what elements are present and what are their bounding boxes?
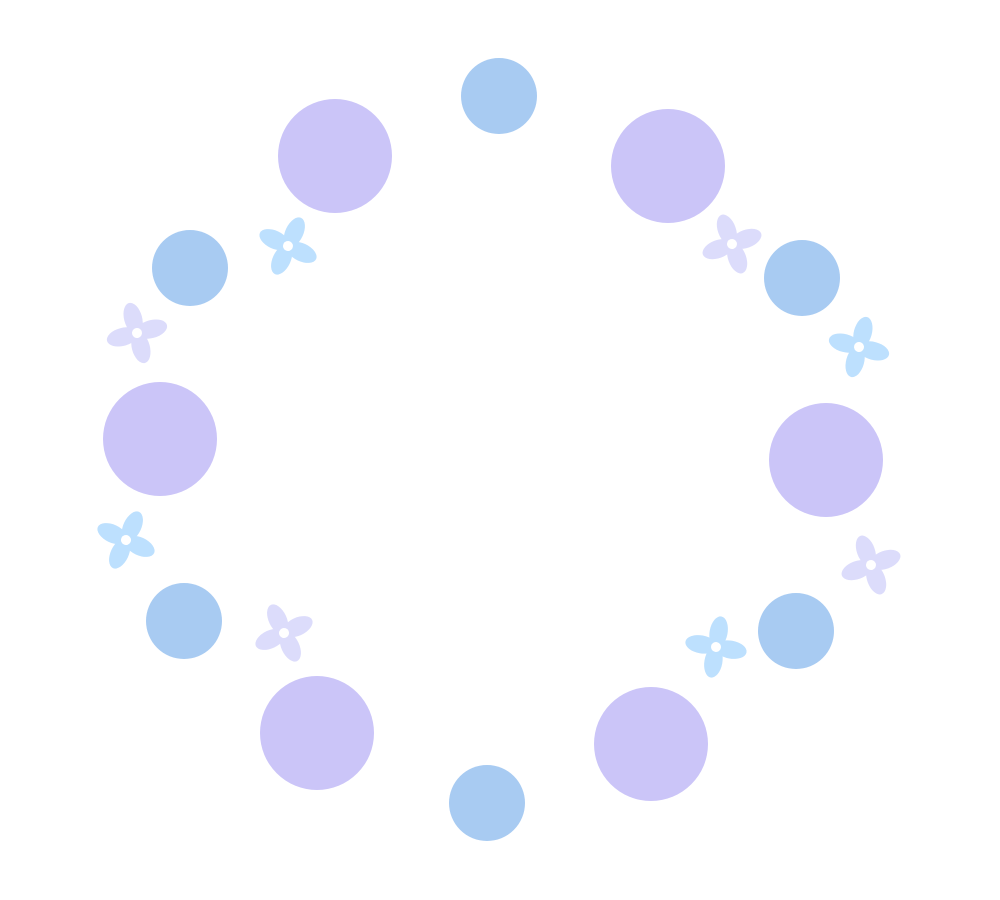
- flower-petal: [282, 616, 313, 638]
- flower-center: [727, 239, 737, 249]
- flower-center: [866, 560, 876, 570]
- flower-petal: [109, 538, 131, 569]
- flower-petal: [709, 616, 728, 649]
- flower-center: [711, 642, 721, 652]
- flower-petal: [869, 549, 901, 570]
- flower-icon: [255, 604, 313, 662]
- flower-icon: [106, 302, 168, 364]
- flower-petal: [131, 331, 151, 364]
- flower-icon: [685, 616, 747, 678]
- flower-petal: [841, 560, 873, 581]
- flower-petal: [255, 628, 286, 650]
- flower-icon: [97, 511, 155, 569]
- flower-center: [121, 535, 131, 545]
- flower-petal: [845, 345, 865, 378]
- flower-petal: [730, 228, 762, 249]
- flower-center: [132, 328, 142, 338]
- flower-petal: [97, 523, 128, 545]
- flower-petal: [259, 229, 290, 251]
- flower-petal: [704, 645, 723, 678]
- dots-layer: [103, 58, 883, 841]
- flower-petal: [286, 241, 317, 263]
- flower-petal: [271, 244, 293, 275]
- flower-icon: [702, 214, 762, 274]
- flower-petal: [855, 535, 876, 567]
- flower-petal: [685, 635, 718, 654]
- flower-petal: [123, 302, 143, 335]
- small-dot: [758, 593, 834, 669]
- large-dot: [594, 687, 708, 801]
- flower-icon: [841, 535, 901, 595]
- flower-petal: [124, 535, 155, 557]
- large-dot: [611, 109, 725, 223]
- flower-center: [283, 241, 293, 251]
- small-dot: [146, 583, 222, 659]
- flower-petal: [853, 316, 873, 349]
- flowers-layer: [97, 214, 901, 678]
- flower-petal: [727, 242, 748, 274]
- flower-petal: [716, 214, 737, 246]
- flower-petal: [857, 341, 890, 361]
- large-dot: [769, 403, 883, 517]
- flower-petal: [714, 640, 747, 659]
- flower-petal: [267, 604, 289, 635]
- flower-petal: [279, 631, 301, 662]
- flower-petal: [106, 327, 139, 347]
- flower-center: [854, 342, 864, 352]
- flower-center: [279, 628, 289, 638]
- flower-petal: [828, 333, 861, 353]
- large-dot: [103, 382, 217, 496]
- large-dot: [260, 676, 374, 790]
- flower-petal: [135, 319, 168, 339]
- flower-icon: [259, 217, 317, 275]
- large-dot: [278, 99, 392, 213]
- flower-petal: [702, 239, 734, 260]
- small-dot: [152, 230, 228, 306]
- flower-icon: [828, 316, 890, 378]
- flower-petal: [283, 217, 305, 248]
- small-dot: [764, 240, 840, 316]
- flower-petal: [121, 511, 143, 542]
- flower-petal: [866, 563, 887, 595]
- small-dot: [449, 765, 525, 841]
- small-dot: [461, 58, 537, 134]
